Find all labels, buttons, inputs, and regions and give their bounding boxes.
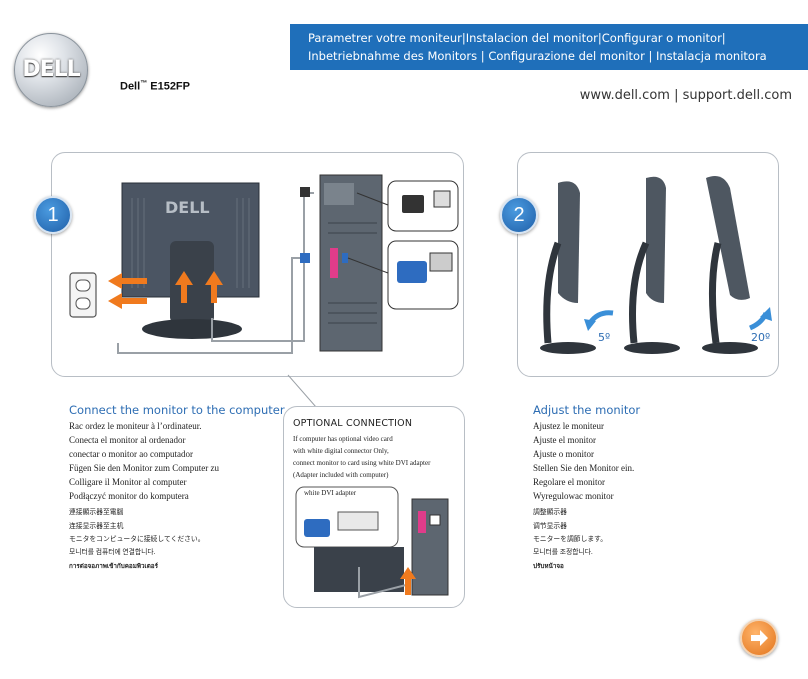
step1-line-es: Conecta el monitor al ordenador [69,435,186,445]
step2-line-it: Regolare el monitor [533,477,605,487]
next-page-button[interactable] [740,619,778,657]
optional-line-3: connect monitor to card using white DVI … [293,459,431,467]
step2-badge: 2 [500,196,538,234]
step1-line-zh-tw: 連接顯示器至電腦 [69,509,124,516]
adapter-label: white DVI adapter [304,489,357,497]
step2-line-th: ปรับหน้าจอ [533,563,564,570]
optional-connector-line [287,374,317,408]
step2-heading: Adjust the monitor [533,403,641,417]
step2-illustration [540,175,772,354]
optional-illustration [295,486,449,599]
tilt-back-degree: 5º [598,331,611,344]
step1-line-ko: 모니터를 컴퓨터에 연결합니다. [69,549,156,556]
dell-logo-text: DELL [22,57,80,82]
optional-line-1: If computer has optional video card [293,435,393,443]
step1-panel: DELL [51,152,464,377]
model-brand: Dell [120,80,141,93]
dell-logo: DELL [14,33,88,107]
svg-text:DELL: DELL [165,198,210,217]
arrow-right-icon [751,630,768,646]
step1-heading: Connect the monitor to the computer [69,403,285,417]
step2-line-zh-cn: 调节显示器 [533,523,567,530]
model-trademark: ™ [140,80,148,87]
step1-line-ja: モニタをコンピュータに接続してください。 [69,536,205,543]
step1-line-pl: Podłączyć monitor do komputera [69,491,189,501]
step2-line-fr: Ajustez le moniteur [533,421,604,431]
step2-line-es: Ajuste el monitor [533,435,596,445]
banner-line-2: Inbetriebnahme des Monitors | Configuraz… [308,49,767,63]
step2-line-de: Stellen Sie den Monitor ein. [533,463,635,473]
model-number: E152FP [147,80,190,93]
optional-line-4: (Adapter included with computer) [293,471,389,479]
step2-line-zh-tw: 調整顯示器 [533,509,567,516]
model-name: Dell™ E152FP [120,80,190,93]
step1-line-it: Colligare il Monitor al computer [69,477,187,487]
step2-line-pt: Ajuste o monitor [533,449,594,459]
step2-line-ja: モニターを調節します。 [533,536,608,543]
header-banner: Parametrer votre moniteur|Instalacion de… [290,24,808,70]
step1-line-fr: Rac ordez le moniteur à l’ordinateur. [69,421,202,431]
banner-line-1: Parametrer votre moniteur|Instalacion de… [308,31,726,45]
step2-line-ko: 모니터를 조정합니다. [533,549,593,556]
optional-connection-panel [283,406,465,608]
step1-line-zh-cn: 连接显示器至主机 [69,523,124,530]
step1-line-pt: conectar o monitor ao computador [69,449,193,459]
support-url[interactable]: www.dell.com | support.dell.com [579,88,792,103]
optional-connection-title: OPTIONAL CONNECTION [293,418,413,429]
tilt-forward-degree: 20º [751,331,771,344]
step1-line-th: การต่อจอภาพเข้ากับคอมพิวเตอร์ [69,563,158,570]
step1-illustration: DELL [69,174,459,354]
step1-badge: 1 [34,196,72,234]
optional-line-2: with white digital connector Only, [293,447,389,455]
step2-panel: 5º 20º [517,152,779,377]
step1-line-de: Fügen Sie den Monitor zum Computer zu [69,463,219,473]
step2-line-pl: Wyregulowac monitor [533,491,614,501]
